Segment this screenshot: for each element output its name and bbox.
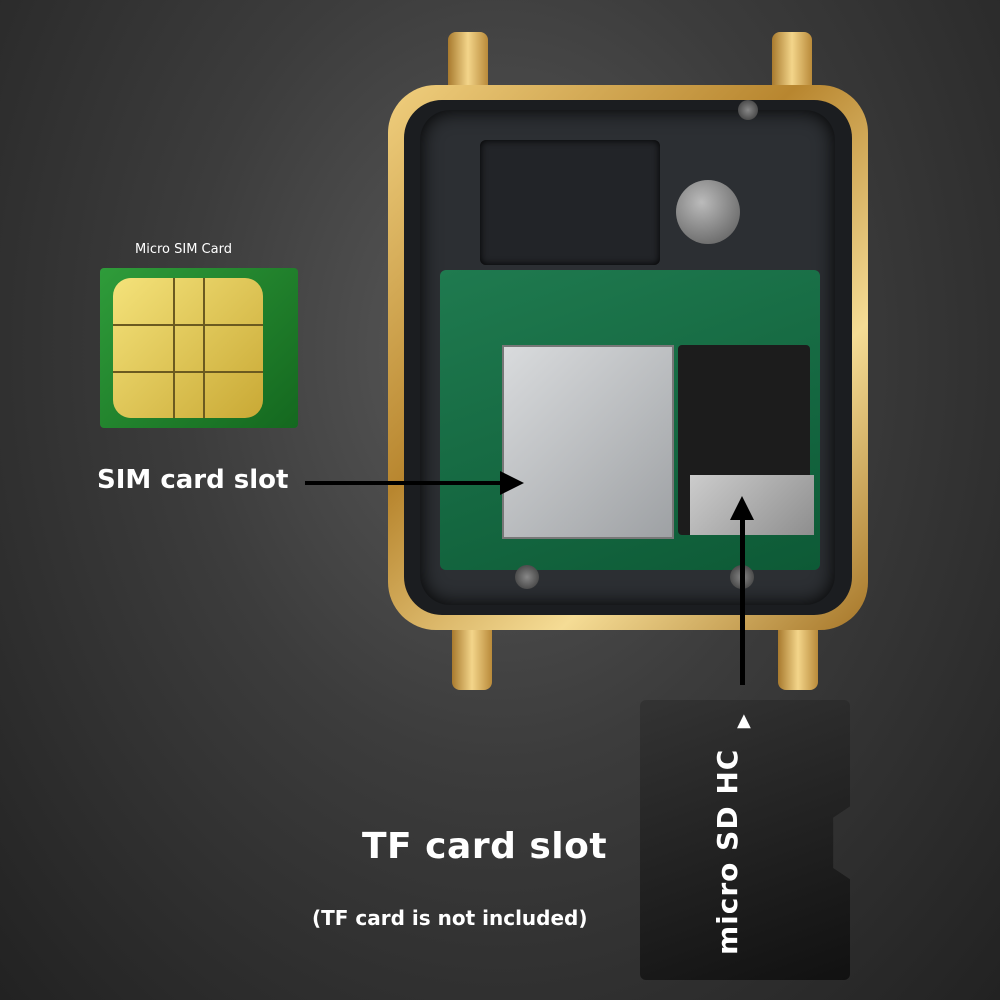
micro-sd-card [640, 700, 850, 980]
sim-chip [113, 278, 263, 418]
sim-card-slot [502, 345, 674, 539]
sim-arrowhead-icon [500, 471, 524, 495]
battery-compartment [480, 140, 660, 265]
tf-slot-label: TF card slot [362, 826, 608, 867]
tf-insert-triangle-icon: ▲ [737, 710, 751, 731]
screw [515, 565, 539, 589]
sim-card-title: Micro SIM Card [135, 242, 232, 257]
tf-arrowhead-icon [730, 496, 754, 520]
sim-slot-label: SIM card slot [97, 465, 289, 495]
sim-arrow [305, 481, 505, 485]
microsd-hc-logo: micro SD HC [711, 748, 744, 955]
tf-arrow [740, 515, 745, 685]
tf-card-note: (TF card is not included) [312, 906, 588, 930]
screw [738, 100, 758, 120]
vibration-motor [676, 180, 740, 244]
